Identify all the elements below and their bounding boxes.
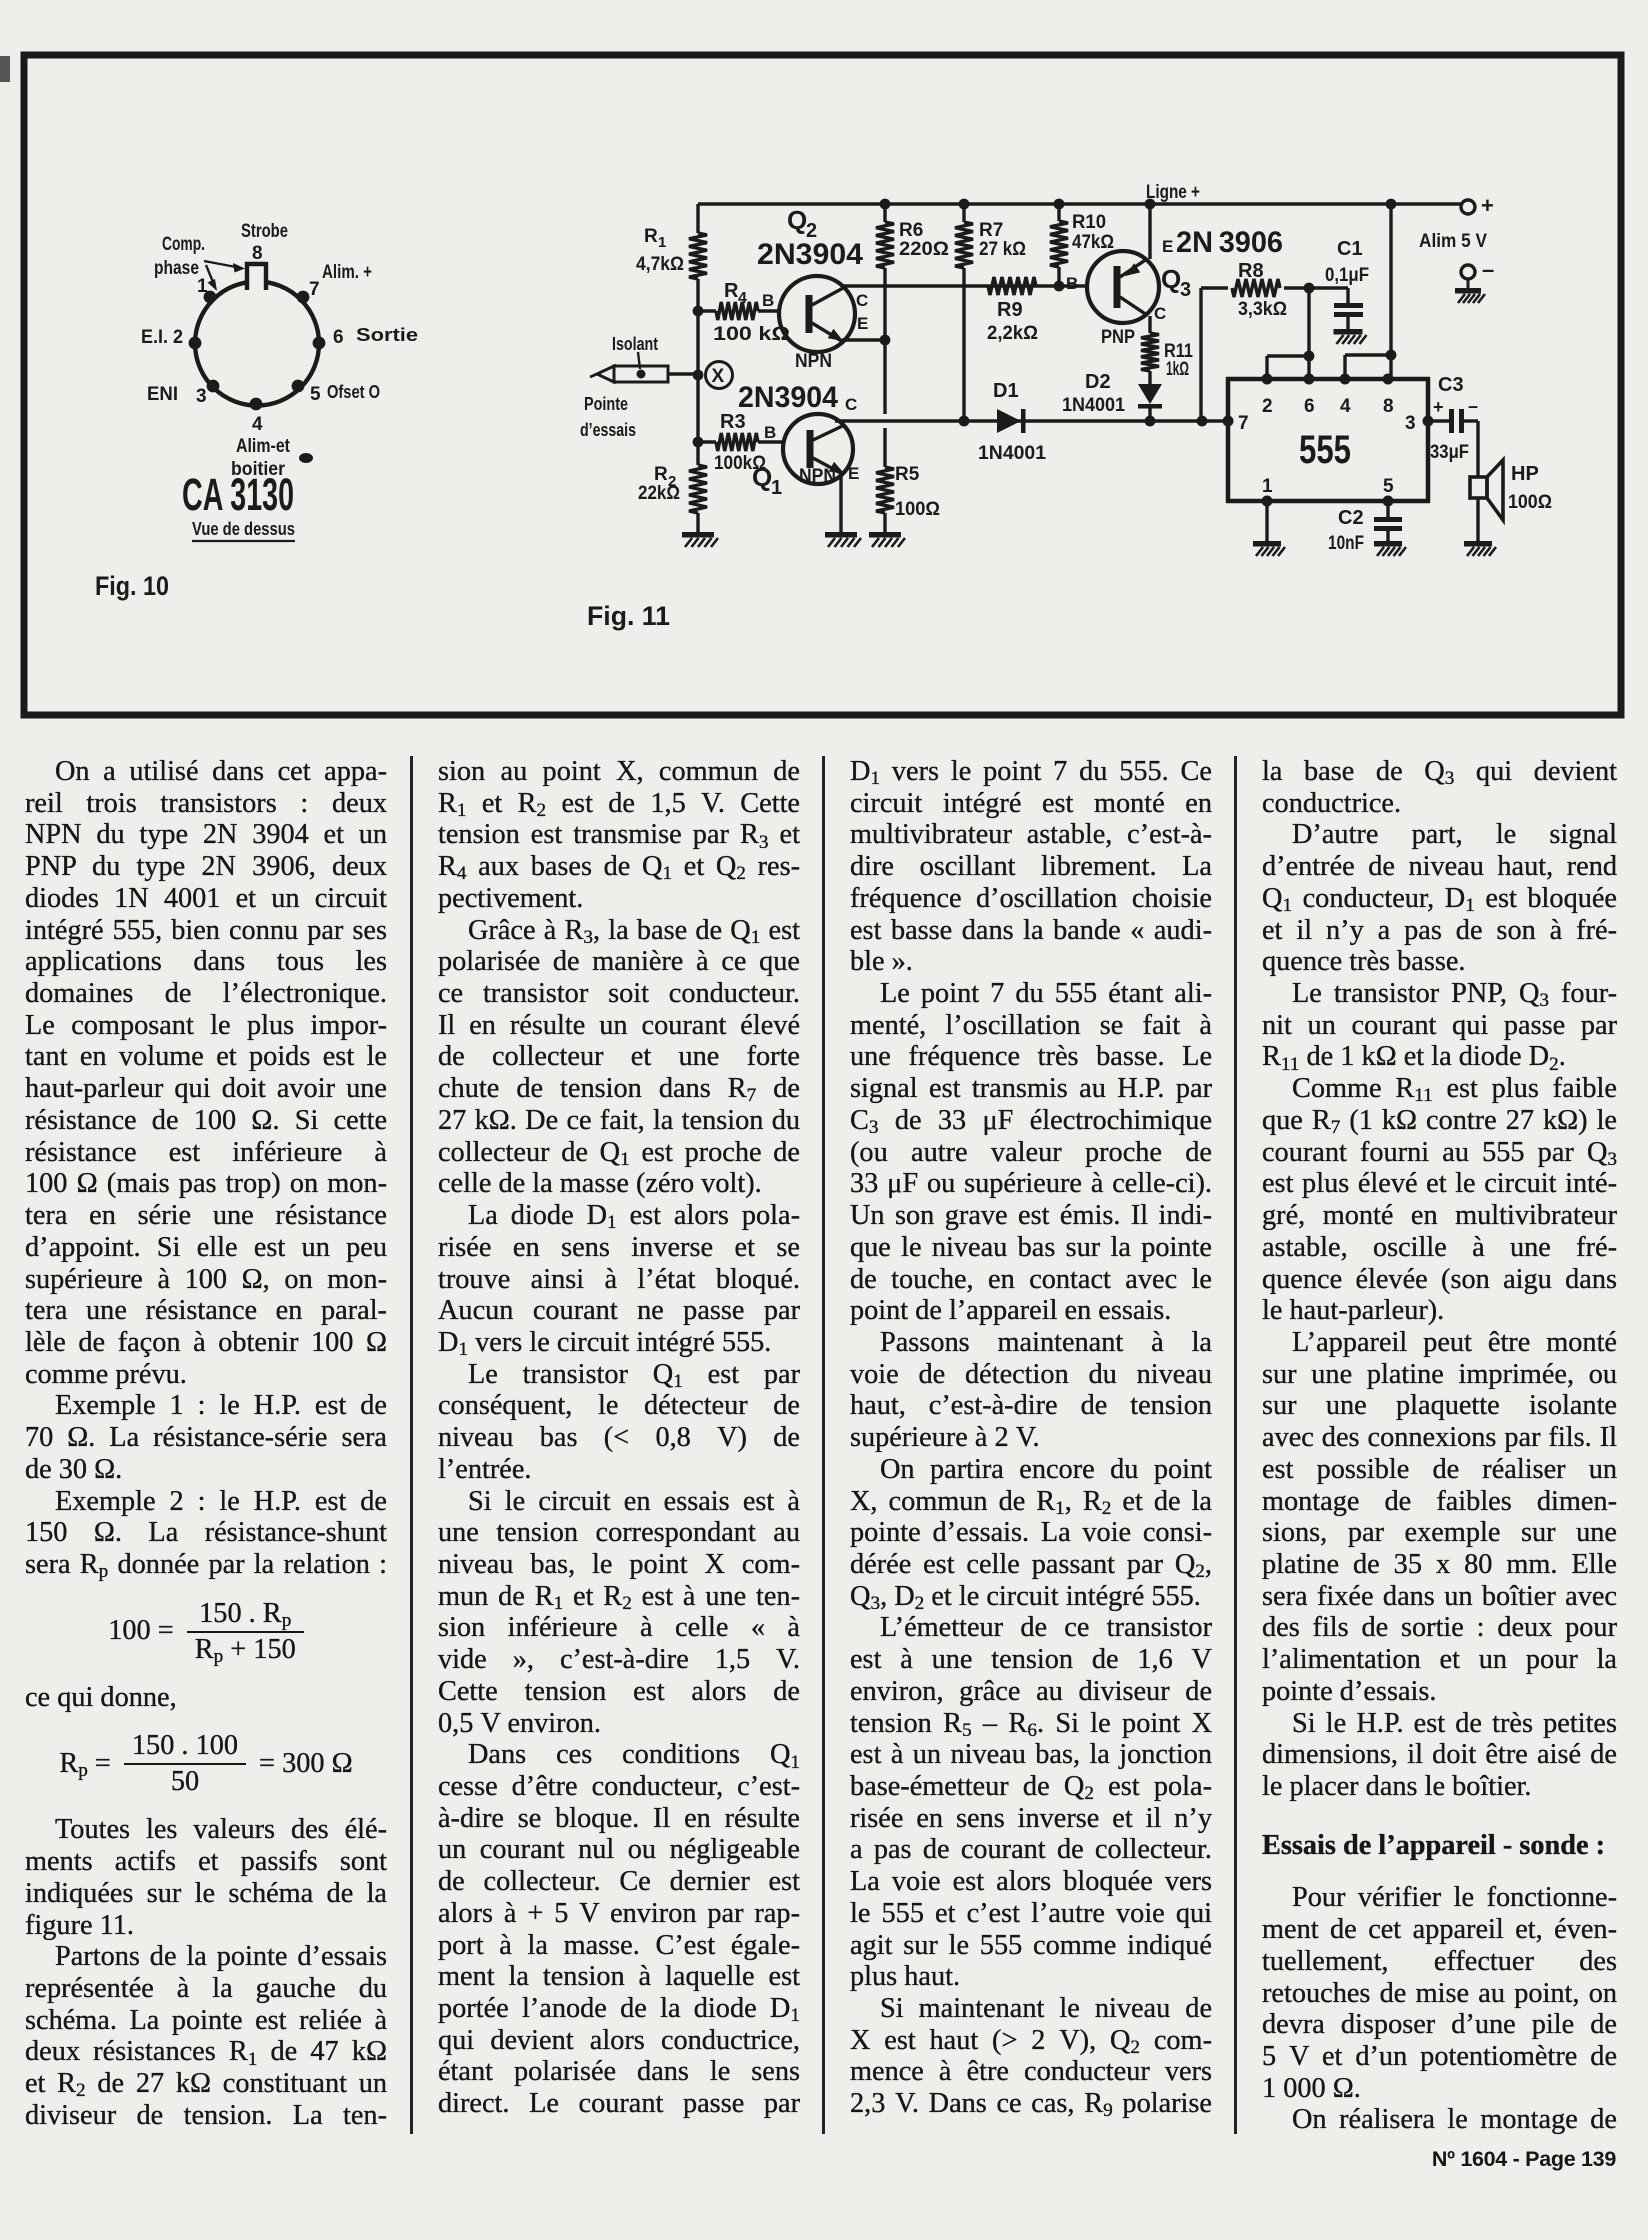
svg-text:3: 3 [1405, 413, 1416, 434]
svg-text:2,2kΩ: 2,2kΩ [987, 323, 1038, 344]
svg-text:1: 1 [658, 234, 666, 251]
svg-text:Pointe: Pointe [584, 394, 628, 414]
svg-text:22kΩ: 22kΩ [638, 483, 680, 504]
svg-text:phase: phase [154, 258, 199, 279]
svg-text:10nF: 10nF [1328, 533, 1364, 554]
svg-text:Fig. 11: Fig. 11 [587, 601, 670, 631]
svg-text:2N3904: 2N3904 [757, 238, 863, 271]
svg-text:C2: C2 [1338, 507, 1364, 529]
svg-text:Q: Q [1161, 264, 1181, 294]
svg-text:2N 3906: 2N 3906 [1176, 226, 1283, 259]
svg-text:1kΩ: 1kΩ [1166, 359, 1189, 380]
svg-text:boitier: boitier [231, 459, 286, 480]
svg-text:1: 1 [771, 477, 782, 499]
svg-text:CA 3130: CA 3130 [182, 469, 294, 520]
svg-text:6: 6 [1304, 396, 1315, 417]
svg-text:R7: R7 [979, 220, 1003, 241]
svg-text:2N3904: 2N3904 [738, 381, 838, 414]
svg-text:2: 2 [806, 220, 817, 242]
svg-text:B: B [1066, 274, 1078, 293]
svg-text:4,7kΩ: 4,7kΩ [636, 254, 684, 275]
svg-text:C1: C1 [1337, 238, 1363, 260]
svg-text:Ofset O: Ofset O [327, 382, 380, 402]
svg-text:7: 7 [1238, 413, 1249, 434]
svg-text:R10: R10 [1072, 212, 1106, 233]
svg-text:B: B [762, 291, 774, 310]
svg-text:E: E [857, 314, 868, 333]
svg-text:R9: R9 [997, 299, 1023, 321]
svg-text:3: 3 [1180, 279, 1191, 301]
svg-text:C: C [856, 291, 868, 310]
svg-text:100Ω: 100Ω [1508, 492, 1552, 513]
svg-text:R11: R11 [1164, 341, 1193, 362]
svg-text:8: 8 [252, 243, 263, 264]
svg-text:C: C [845, 395, 857, 414]
svg-text:3,3kΩ: 3,3kΩ [1238, 299, 1287, 320]
svg-text:Sortie: Sortie [356, 325, 418, 345]
svg-text:7: 7 [309, 279, 320, 300]
svg-text:HP: HP [1511, 463, 1539, 485]
svg-text:4: 4 [252, 414, 263, 435]
svg-text:Strobe: Strobe [241, 221, 288, 242]
svg-text:E: E [848, 464, 859, 483]
svg-text:Vue de dessus: Vue de dessus [192, 519, 295, 539]
svg-text:PNP: PNP [1101, 327, 1135, 348]
svg-text:R: R [654, 464, 668, 485]
svg-text:X: X [712, 366, 725, 387]
svg-text:R: R [644, 226, 658, 247]
svg-text:–: – [1468, 396, 1478, 416]
svg-text:1N4001: 1N4001 [978, 443, 1046, 464]
svg-text:D1: D1 [993, 380, 1019, 402]
svg-text:d’essais: d’essais [580, 420, 636, 440]
svg-text:8: 8 [1383, 396, 1394, 417]
svg-text:B: B [764, 423, 776, 442]
svg-text:6: 6 [333, 327, 344, 348]
svg-text:Alim. +: Alim. + [322, 262, 372, 283]
svg-text:Comp.: Comp. [162, 234, 205, 255]
svg-text:5: 5 [1383, 476, 1394, 497]
svg-text:33μF: 33μF [1430, 442, 1469, 463]
svg-text:220Ω: 220Ω [899, 239, 949, 260]
svg-text:0,1μF: 0,1μF [1325, 265, 1369, 286]
svg-text:+: + [1481, 193, 1494, 218]
svg-text:100kΩ: 100kΩ [714, 453, 766, 474]
svg-text:R8: R8 [1238, 260, 1264, 282]
svg-text:27 kΩ: 27 kΩ [979, 239, 1026, 260]
svg-text:E.I. 2: E.I. 2 [141, 327, 183, 348]
svg-text:+: + [1433, 397, 1444, 417]
svg-text:C3: C3 [1438, 374, 1464, 396]
svg-text:1: 1 [1262, 476, 1273, 497]
svg-text:NPN: NPN [799, 466, 836, 487]
svg-text:555: 555 [1299, 428, 1351, 472]
svg-text:Fig. 10: Fig. 10 [95, 571, 169, 601]
svg-text:E: E [1162, 237, 1173, 256]
svg-text:2: 2 [1262, 396, 1273, 417]
svg-text:R: R [724, 280, 739, 302]
svg-text:ENI: ENI [147, 384, 178, 405]
svg-text:R5: R5 [895, 464, 920, 485]
svg-text:Ligne +: Ligne + [1146, 182, 1200, 203]
svg-text:47kΩ: 47kΩ [1072, 232, 1114, 253]
svg-text:1: 1 [197, 276, 208, 297]
svg-text:–: – [1482, 257, 1494, 282]
svg-text:4: 4 [738, 290, 747, 307]
svg-text:2: 2 [668, 473, 676, 490]
svg-text:Alim-et: Alim-et [236, 436, 291, 457]
svg-text:C: C [1154, 304, 1166, 323]
svg-text:Alim 5 V: Alim 5 V [1419, 231, 1487, 252]
svg-text:R6: R6 [899, 220, 923, 241]
svg-text:100 kΩ: 100 kΩ [713, 324, 790, 345]
svg-text:100Ω: 100Ω [895, 499, 940, 520]
svg-text:5: 5 [310, 384, 321, 405]
svg-text:Q: Q [752, 462, 772, 492]
svg-text:D2: D2 [1085, 371, 1111, 393]
svg-text:NPN: NPN [795, 351, 832, 372]
svg-text:3: 3 [196, 386, 207, 407]
svg-text:Q: Q [787, 205, 807, 235]
svg-text:4: 4 [1340, 396, 1351, 417]
svg-text:1N4001: 1N4001 [1062, 395, 1125, 416]
svg-text:R3: R3 [720, 411, 746, 433]
svg-text:Isolant: Isolant [612, 334, 658, 354]
